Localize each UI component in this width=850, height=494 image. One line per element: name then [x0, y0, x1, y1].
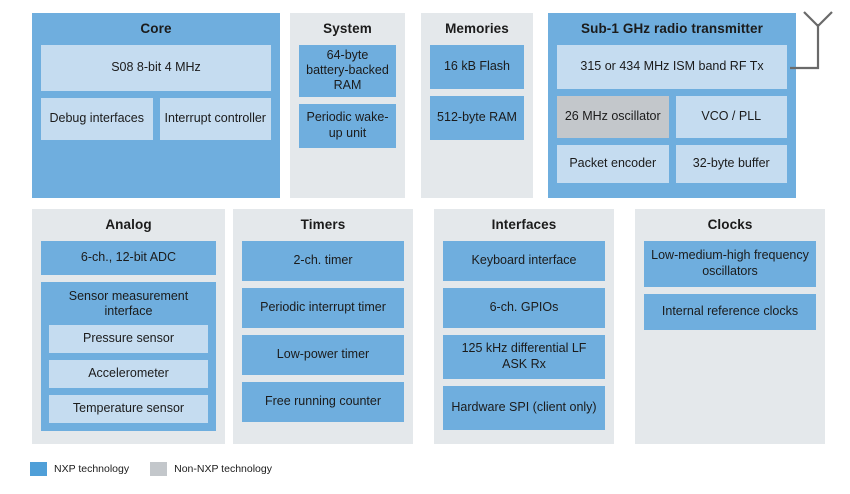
legend-swatch-nxp: [30, 462, 47, 476]
panel-interfaces: Interfaces Keyboard interface 6-ch. GPIO…: [434, 209, 614, 444]
panel-memories-title: Memories: [445, 21, 509, 36]
block-ram: 512-byte RAM: [430, 95, 524, 140]
radio-block-row-2: Packet encoder 32-byte buffer: [557, 144, 787, 183]
block-flash: 16 kB Flash: [430, 44, 524, 89]
group-sensor-interface-title: Sensor measurement interface: [68, 288, 189, 318]
block-keyboard-interface: Keyboard interface: [443, 240, 605, 281]
panel-system-body: 64-byte battery-backed RAM Periodic wake…: [290, 44, 405, 157]
panel-clocks-body: Low-medium-high frequency oscillators In…: [635, 240, 825, 339]
panel-interfaces-body: Keyboard interface 6-ch. GPIOs 125 kHz d…: [434, 240, 614, 439]
block-periodic-wakeup-unit: Periodic wake-up unit: [299, 103, 396, 148]
block-32byte-buffer: 32-byte buffer: [675, 144, 787, 183]
block-low-power-timer: Low-power timer: [242, 334, 404, 375]
panel-memories: Memories 16 kB Flash 512-byte RAM: [421, 13, 533, 198]
block-hardware-spi: Hardware SPI (client only): [443, 385, 605, 430]
block-battery-backed-ram: 64-byte battery-backed RAM: [299, 44, 396, 97]
panel-core: Core S08 8-bit 4 MHz Debug interfaces In…: [32, 13, 280, 198]
block-lf-ask-rx: 125 kHz differential LF ASK Rx: [443, 334, 605, 379]
panel-radio-title: Sub-1 GHz radio transmitter: [581, 21, 763, 36]
block-packet-encoder: Packet encoder: [557, 144, 669, 183]
legend: NXP technology Non-NXP technology: [30, 462, 286, 476]
block-accelerometer: Accelerometer: [49, 360, 208, 388]
legend-label-nxp: NXP technology: [54, 463, 130, 475]
block-debug-interfaces: Debug interfaces: [41, 97, 153, 140]
panel-analog-body: 6-ch., 12-bit ADC Sensor measurement int…: [32, 240, 225, 441]
panel-memories-body: 16 kB Flash 512-byte RAM: [421, 44, 533, 149]
legend-label-non-nxp: Non-NXP technology: [174, 463, 272, 475]
panel-core-title: Core: [140, 21, 172, 36]
block-vco-pll: VCO / PLL: [675, 95, 787, 138]
panel-clocks-title: Clocks: [707, 217, 753, 232]
panel-sub1ghz-radio-transmitter: Sub-1 GHz radio transmitter 315 or 434 M…: [548, 13, 796, 198]
block-pressure-sensor: Pressure sensor: [49, 325, 208, 353]
block-periodic-interrupt-timer: Periodic interrupt timer: [242, 287, 404, 328]
block-rf-tx: 315 or 434 MHz ISM band RF Tx: [557, 44, 787, 89]
panel-timers-body: 2-ch. timer Periodic interrupt timer Low…: [233, 240, 413, 431]
panel-analog-title: Analog: [105, 217, 152, 232]
panel-interfaces-title: Interfaces: [491, 217, 557, 232]
block-internal-reference-clocks: Internal reference clocks: [644, 293, 816, 330]
panel-clocks: Clocks Low-medium-high frequency oscilla…: [635, 209, 825, 444]
core-block-row: Debug interfaces Interrupt controller: [41, 97, 271, 140]
panel-timers-title: Timers: [300, 217, 346, 232]
block-core-cpu: S08 8-bit 4 MHz: [41, 44, 271, 91]
block-temperature-sensor: Temperature sensor: [49, 395, 208, 423]
block-frequency-oscillators: Low-medium-high frequency oscillators: [644, 240, 816, 287]
panel-system-title: System: [323, 21, 372, 36]
block-interrupt-controller: Interrupt controller: [159, 97, 271, 140]
block-gpios: 6-ch. GPIOs: [443, 287, 605, 328]
block-adc: 6-ch., 12-bit ADC: [41, 240, 216, 275]
block-free-running-counter: Free running counter: [242, 381, 404, 422]
antenna-icon: [790, 11, 833, 70]
panel-timers: Timers 2-ch. timer Periodic interrupt ti…: [233, 209, 413, 444]
panel-system: System 64-byte battery-backed RAM Period…: [290, 13, 405, 198]
group-sensor-measurement-interface: Sensor measurement interface Pressure se…: [41, 281, 216, 431]
radio-block-row-1: 26 MHz oscillator VCO / PLL: [557, 95, 787, 138]
panel-core-body: S08 8-bit 4 MHz Debug interfaces Interru…: [32, 44, 280, 149]
panel-analog: Analog 6-ch., 12-bit ADC Sensor measurem…: [32, 209, 225, 444]
block-2ch-timer: 2-ch. timer: [242, 240, 404, 281]
panel-radio-body: 315 or 434 MHz ISM band RF Tx 26 MHz osc…: [548, 44, 796, 192]
block-26mhz-oscillator: 26 MHz oscillator: [557, 95, 669, 138]
legend-swatch-non-nxp: [150, 462, 168, 476]
